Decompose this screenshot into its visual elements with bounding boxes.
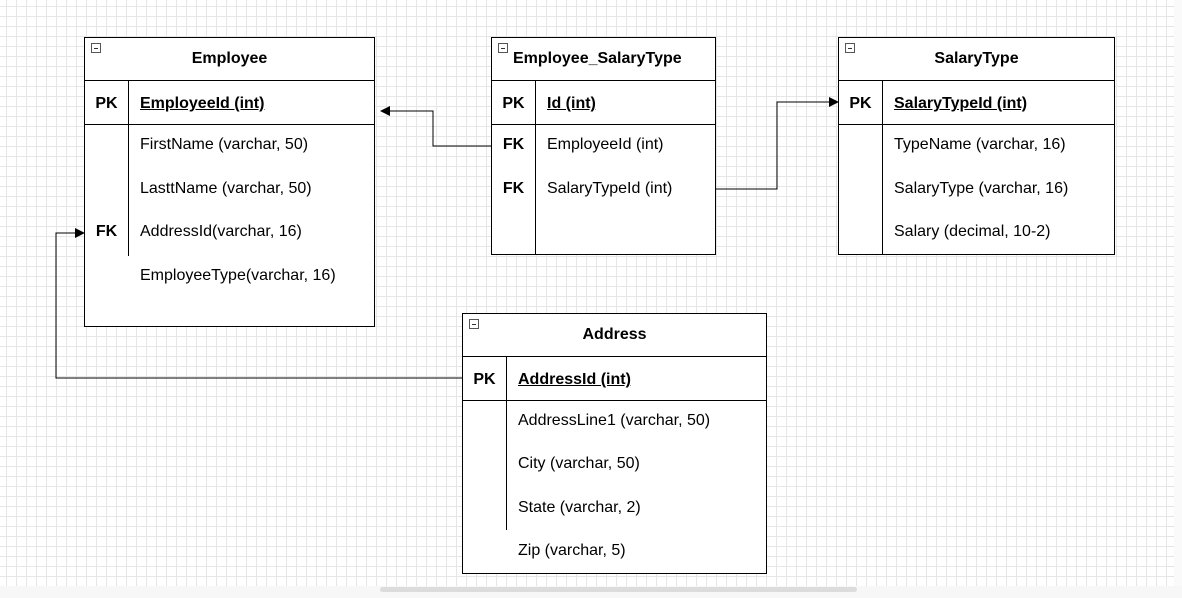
connector-address-to-employee-addressid[interactable] (55, 228, 462, 379)
pk-field: EmployeeId (int) (140, 95, 265, 112)
pk-label: PK (849, 95, 872, 112)
field-row[interactable]: City (varchar, 50) (518, 455, 640, 472)
entity-header[interactable]: Employee_SalaryType (492, 38, 715, 81)
field-row[interactable]: AddressId(varchar, 16) (140, 223, 302, 240)
field-row[interactable]: State (varchar, 2) (518, 499, 641, 516)
field-row[interactable]: LasttName (varchar, 50) (140, 180, 312, 197)
pk-field: AddressId (int) (518, 371, 631, 388)
pk-field: SalaryTypeId (int) (894, 95, 1028, 112)
collapse-minus-icon[interactable] (91, 43, 101, 53)
entity-title: SalaryType (934, 50, 1019, 67)
pk-label: PK (502, 95, 525, 112)
pk-row[interactable]: PK SalaryTypeId (int) (839, 81, 1114, 125)
field-row[interactable]: SalaryType (varchar, 16) (894, 180, 1069, 197)
entity-employee[interactable]: Employee PK EmployeeId (int) FirstName (… (84, 37, 375, 327)
entity-title: Employee (191, 50, 268, 67)
entity-header[interactable]: SalaryType (839, 38, 1114, 81)
collapse-minus-icon[interactable] (498, 43, 508, 53)
field-row[interactable]: TypeName (varchar, 16) (894, 136, 1066, 153)
field-row[interactable]: FirstName (varchar, 50) (140, 136, 309, 153)
key-column-divider (506, 357, 507, 530)
pk-label: PK (95, 95, 118, 112)
collapse-minus-icon[interactable] (845, 43, 855, 53)
horizontal-scrollbar-thumb[interactable] (380, 587, 857, 592)
field-row[interactable]: Zip (varchar, 5) (518, 542, 626, 559)
entity-employee-salarytype[interactable]: Employee_SalaryType PK Id (int) FK Emplo… (491, 37, 716, 255)
fk-label: FK (95, 223, 118, 240)
pk-row[interactable]: PK AddressId (int) (463, 357, 766, 401)
fk-label: FK (502, 180, 525, 197)
field-row[interactable]: EmployeeId (int) (547, 136, 664, 153)
horizontal-scrollbar-track[interactable] (0, 586, 1182, 598)
entity-header[interactable]: Address (463, 314, 766, 357)
connector-employee-salarytype-to-employee[interactable] (380, 106, 491, 147)
entity-salarytype[interactable]: SalaryType PK SalaryTypeId (int) TypeNam… (838, 37, 1115, 255)
pk-row[interactable]: PK Id (int) (492, 81, 715, 125)
vertical-scrollbar[interactable] (1174, 0, 1182, 586)
pk-label: PK (473, 371, 496, 388)
fk-label: FK (502, 136, 525, 153)
entity-title: Employee_SalaryType (513, 50, 682, 67)
pk-field: Id (int) (547, 95, 596, 112)
field-row[interactable]: EmployeeType(varchar, 16) (140, 267, 336, 284)
field-row[interactable]: Salary (decimal, 10-2) (894, 223, 1051, 240)
key-column-divider (535, 81, 536, 255)
collapse-minus-icon[interactable] (469, 319, 479, 329)
entity-title: Address (582, 326, 647, 343)
field-row[interactable]: SalaryTypeId (int) (547, 180, 673, 197)
connector-salarytypeid-to-salarytype[interactable] (716, 97, 839, 190)
entity-header[interactable]: Employee (85, 38, 374, 81)
entity-address[interactable]: Address PK AddressId (int) AddressLine1 … (462, 313, 767, 574)
key-column-divider (882, 81, 883, 255)
key-column-divider (128, 81, 129, 256)
pk-row[interactable]: PK EmployeeId (int) (85, 81, 374, 125)
field-row[interactable]: AddressLine1 (varchar, 50) (518, 412, 711, 429)
